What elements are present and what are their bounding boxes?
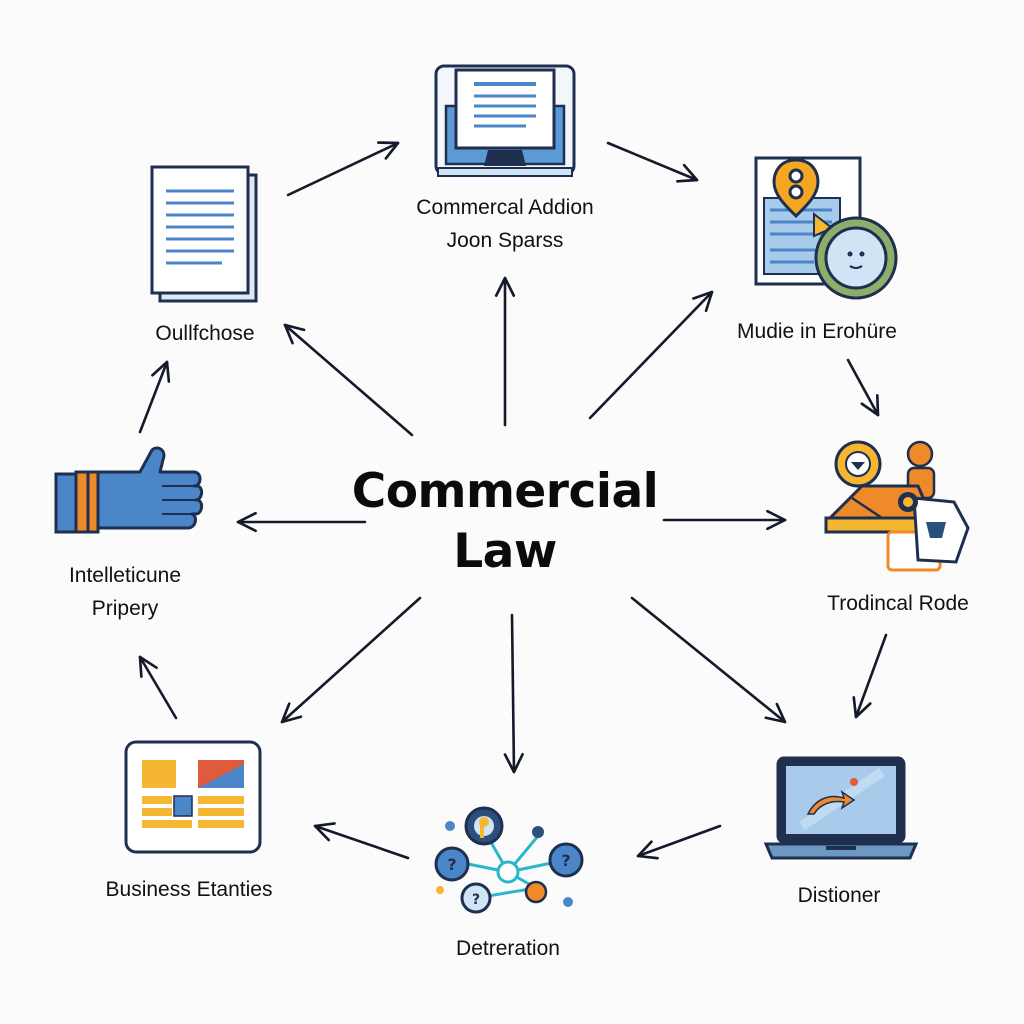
node-label-upper-left: Oullfchose	[110, 318, 300, 351]
arrow-center-to-lower-left	[280, 596, 422, 724]
node-label-right: Trodincal Rode	[800, 588, 996, 621]
svg-text:?: ?	[447, 855, 456, 874]
node-label-bottom: Detreration	[420, 933, 596, 966]
arrow-lower-right-to-bottom	[636, 824, 722, 860]
svg-text:?: ?	[561, 851, 570, 870]
document-icon	[150, 165, 258, 303]
svg-text:?: ?	[472, 892, 480, 908]
center-title-line2: Law	[453, 524, 557, 579]
arrow-center-to-upper-left	[283, 323, 414, 437]
dashboard-panel-icon	[124, 740, 262, 854]
node-label-left-line2: Pripery	[91, 596, 159, 620]
arrow-center-to-bottom	[503, 613, 524, 774]
profile-gear-document-icon	[754, 156, 898, 300]
arrow-left-to-upper-left	[138, 360, 171, 434]
arrow-bottom-to-lower-left	[313, 822, 410, 860]
node-label-top-line2: Joon Sparss	[446, 228, 564, 252]
node-label-upper-right-line1: Mudie in Erohüre	[737, 320, 897, 343]
node-label-upper-right: Mudie in Erohüre	[712, 316, 922, 349]
network-nodes-icon: ? ? ?	[434, 806, 584, 914]
arrow-center-to-lower-right	[630, 596, 787, 724]
node-label-upper-left-line1: Oullfchose	[155, 322, 255, 345]
node-label-left: Intelleticune Pripery	[40, 560, 210, 625]
arrow-top-to-upper-right	[606, 141, 699, 183]
hand-icon	[54, 446, 204, 534]
arrow-lower-left-to-left	[138, 655, 178, 720]
arrow-center-to-upper-right	[588, 290, 714, 420]
node-label-top-line1: Commercal Addion	[416, 196, 594, 219]
arrow-upper-left-to-top	[286, 141, 400, 197]
node-label-right-line1: Trodincal Rode	[827, 592, 969, 615]
node-label-lower-right-line1: Distioner	[797, 884, 881, 907]
node-label-lower-right: Distioner	[760, 880, 918, 913]
node-label-lower-left-line1: Business Etanties	[105, 878, 273, 901]
machinery-worker-icon	[824, 440, 970, 572]
node-label-top: Commercal Addion Joon Sparss	[380, 192, 630, 257]
center-title-line1: Commercial	[351, 464, 659, 519]
node-label-bottom-line1: Detreration	[456, 937, 560, 960]
arrow-upper-right-to-right	[846, 358, 880, 417]
arrow-right-to-lower-right	[852, 633, 888, 719]
monitor-document-icon	[434, 64, 576, 177]
node-label-lower-left: Business Etanties	[82, 874, 296, 907]
node-label-left-line1: Intelleticune	[68, 564, 182, 587]
center-title: Commercial Law	[330, 462, 680, 582]
laptop-icon	[763, 756, 919, 860]
